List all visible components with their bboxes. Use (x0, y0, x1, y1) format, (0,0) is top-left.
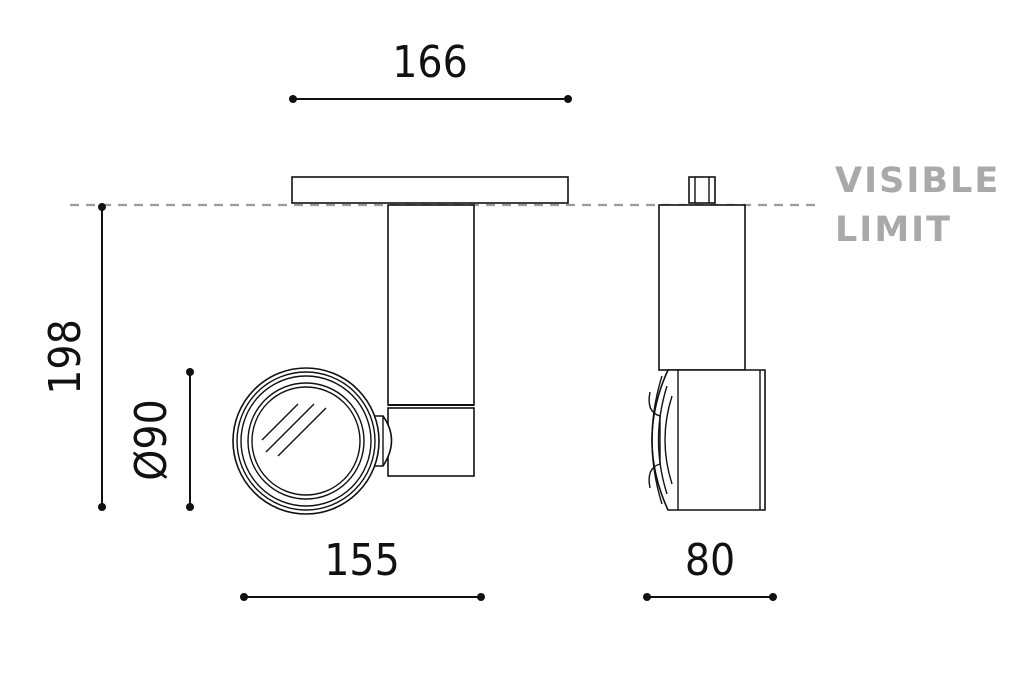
dimension-height: 198 (40, 203, 106, 511)
side-stem (658, 204, 746, 371)
top-width-label: 166 (392, 37, 468, 88)
side-view (648, 176, 766, 511)
front-width-label: 155 (324, 535, 400, 586)
lamp-head (232, 367, 380, 515)
stem (387, 204, 475, 406)
driver-housing (387, 407, 475, 477)
visible-limit-line2: LIMIT (835, 210, 952, 250)
side-lamp-head (651, 369, 766, 511)
adapter-knob (688, 176, 716, 204)
visible-limit-label: VISIBLE LIMIT (835, 161, 1000, 250)
front-view (232, 176, 569, 515)
side-width-label: 80 (685, 535, 735, 586)
dimension-top-width: 166 (289, 37, 572, 103)
dimension-diameter: Ø90 (126, 368, 194, 511)
dimension-front-width: 155 (240, 535, 485, 601)
dimension-side-width: 80 (643, 535, 777, 601)
diameter-label: Ø90 (126, 399, 177, 481)
ceiling-plate (291, 176, 569, 204)
height-label: 198 (40, 319, 91, 395)
visible-limit-line1: VISIBLE (835, 161, 1000, 201)
